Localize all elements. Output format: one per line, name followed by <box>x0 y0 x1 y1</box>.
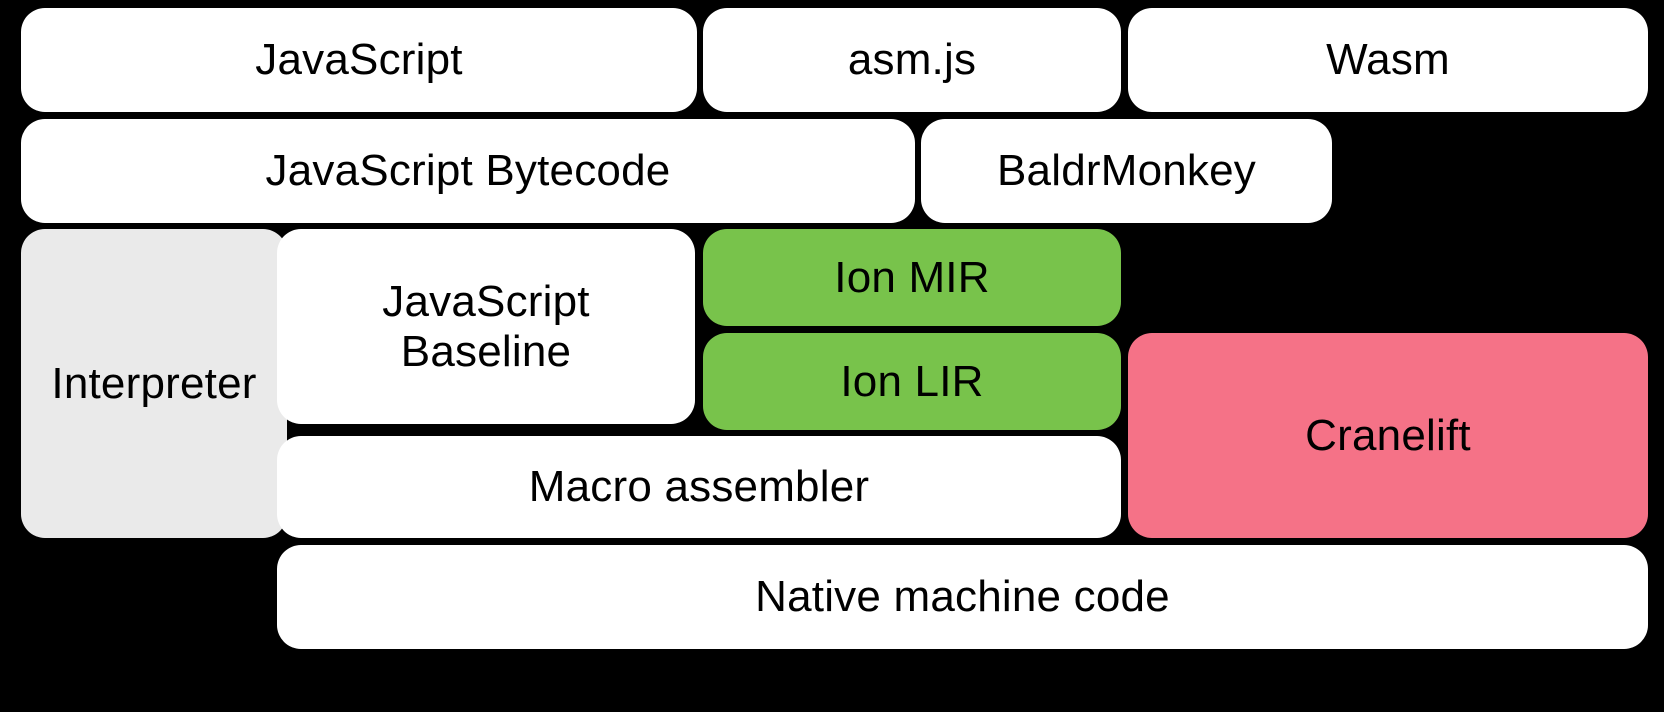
node-asmjs[interactable]: asm.js <box>703 8 1121 112</box>
node-ion-mir[interactable]: Ion MIR <box>703 229 1121 326</box>
node-macro-assembler[interactable]: Macro assembler <box>277 436 1121 538</box>
node-cranelift[interactable]: Cranelift <box>1128 333 1648 538</box>
node-ion-lir[interactable]: Ion LIR <box>703 333 1121 430</box>
node-javascript[interactable]: JavaScript <box>21 8 697 112</box>
node-wasm[interactable]: Wasm <box>1128 8 1648 112</box>
node-javascript-bytecode[interactable]: JavaScript Bytecode <box>21 119 915 223</box>
node-baldrmonkey[interactable]: BaldrMonkey <box>921 119 1332 223</box>
node-javascript-baseline[interactable]: JavaScript Baseline <box>277 229 695 424</box>
node-interpreter[interactable]: Interpreter <box>21 229 287 538</box>
node-native-machine-code[interactable]: Native machine code <box>277 545 1648 649</box>
